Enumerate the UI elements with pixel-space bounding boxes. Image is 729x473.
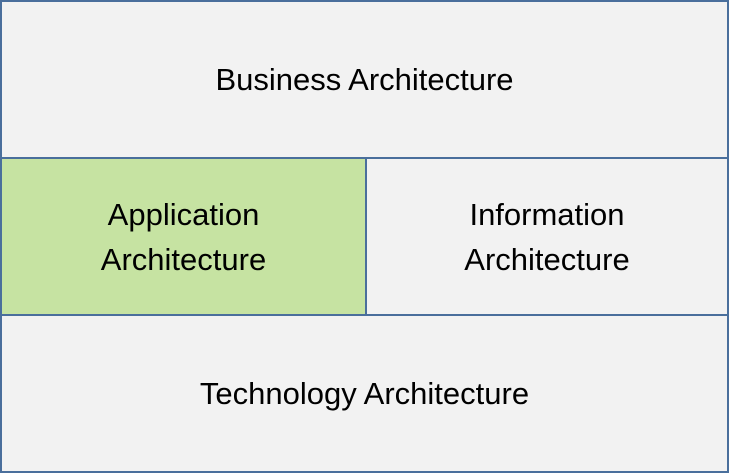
application-architecture-label: Application Architecture [100,196,267,277]
technology-architecture-label: Technology Architecture [199,376,530,411]
application-architecture-block: Application Architecture [0,157,367,316]
business-architecture-block: Business Architecture [0,0,729,159]
information-architecture-block: Information Architecture [365,157,729,316]
information-architecture-label: Information Architecture [464,196,630,277]
business-architecture-label: Business Architecture [215,62,514,97]
technology-architecture-block: Technology Architecture [0,314,729,473]
